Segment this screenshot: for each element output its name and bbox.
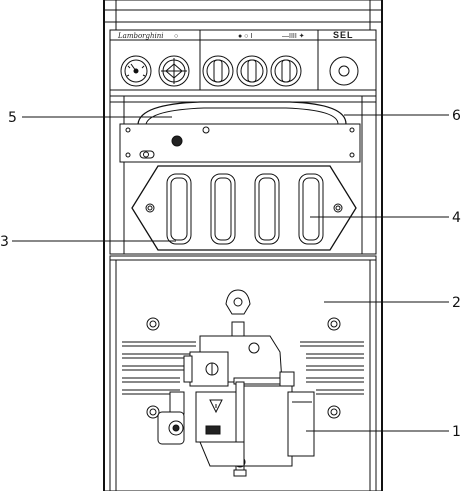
burner-flange-tab: [225, 289, 251, 315]
temperature-knob[interactable]: [158, 55, 190, 87]
indicator-symbol: ○: [174, 33, 178, 40]
selector-button[interactable]: [329, 56, 359, 86]
burner-assembly: [157, 321, 315, 477]
callout-4: 4: [452, 210, 461, 226]
selector-label: SEL: [333, 30, 354, 40]
bracket-plate: [119, 123, 361, 163]
bracket-screw: [171, 135, 183, 147]
callout-5: 5: [8, 110, 17, 126]
switch-knob-1[interactable]: [202, 55, 234, 87]
vent-slats-left: [122, 341, 196, 395]
view-slot-2: [210, 173, 236, 245]
view-slot-3: [254, 173, 280, 245]
callout-6: 6: [452, 108, 461, 124]
switch-knob-3[interactable]: [270, 55, 302, 87]
thermostat-symbols: —IIII ✦: [282, 32, 305, 40]
view-slot-4: [298, 173, 324, 245]
switch-symbols: ● ○ I: [238, 33, 252, 40]
lower-casing: [109, 255, 377, 491]
callout-3: 3: [0, 234, 9, 250]
pressure-gauge: [120, 55, 152, 87]
heat-exchanger-top: [137, 101, 347, 125]
switch-knob-2[interactable]: [236, 55, 268, 87]
callout-2: 2: [452, 295, 461, 311]
combustion-chamber-door: [131, 165, 357, 251]
casing-screws: [146, 317, 341, 419]
vent-slats-right: [300, 341, 364, 395]
view-slot-1: [166, 173, 192, 245]
callout-1: 1: [452, 424, 461, 440]
brand-label: Lamborghini: [117, 32, 163, 40]
